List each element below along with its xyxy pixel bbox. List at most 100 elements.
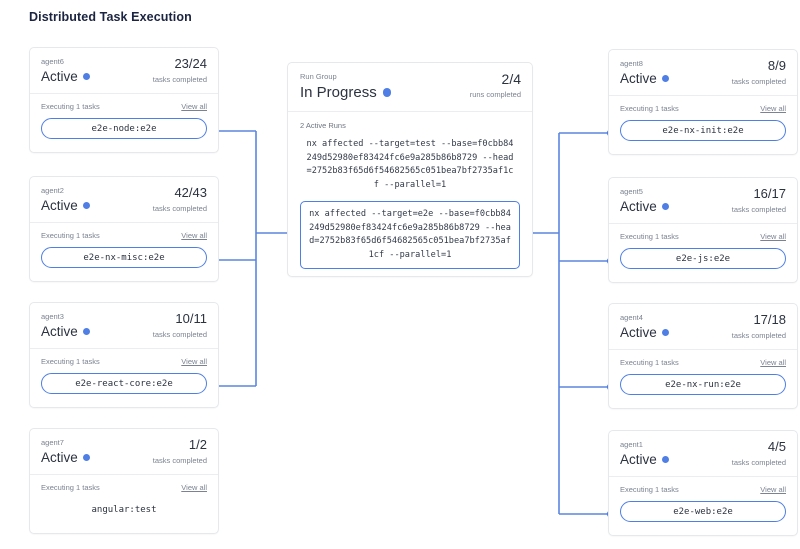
agent-card-agent8[interactable]: agent8 Active 8/9 tasks completed Execut…: [608, 49, 798, 155]
agent-task-count: 1/2: [188, 437, 207, 452]
executing-label: Executing 1 tasks: [41, 231, 100, 240]
agent-task-count-caption: tasks completed: [152, 330, 207, 339]
agent-task-count: 10/11: [175, 311, 207, 326]
active-runs-label: 2 Active Runs: [300, 121, 346, 130]
agent-card-agent7[interactable]: agent7 Active 1/2 tasks completed Execut…: [29, 428, 219, 534]
card-divider: [30, 222, 218, 223]
running-task-pill[interactable]: e2e-js:e2e: [620, 248, 786, 269]
agent-card-body: Executing 1 tasks View all e2e-react-cor…: [30, 349, 218, 405]
agent-name: agent6: [41, 57, 64, 66]
run-group-header: Run Group In Progress 2/4 runs completed: [288, 63, 532, 111]
view-all-link[interactable]: View all: [760, 232, 786, 241]
agent-task-count: 17/18: [753, 312, 786, 327]
agent-task-count: 16/17: [753, 186, 786, 201]
agent-status-label: Active: [620, 452, 657, 467]
run-group-card[interactable]: Run Group In Progress 2/4 runs completed…: [287, 62, 533, 277]
run-group-body: 2 Active Runs nx affected --target=test …: [288, 112, 532, 281]
agent-task-count-caption: tasks completed: [731, 205, 786, 214]
agent-card-agent6[interactable]: agent6 Active 23/24 tasks completed Exec…: [29, 47, 219, 153]
agent-card-header: agent5 Active 16/17 tasks completed: [609, 178, 797, 223]
agent-card-body: Executing 1 tasks View all e2e-js:e2e: [609, 224, 797, 280]
agent-status-label: Active: [620, 71, 657, 86]
agent-task-counts: 42/43 tasks completed: [153, 185, 207, 214]
running-task-pill[interactable]: e2e-web:e2e: [620, 501, 786, 522]
running-task-pill[interactable]: e2e-nx-run:e2e: [620, 374, 786, 395]
agent-status-label: Active: [41, 450, 78, 465]
agent-task-count-caption: tasks completed: [152, 456, 207, 465]
agent-card-header: agent2 Active 42/43 tasks completed: [30, 177, 218, 222]
view-all-link[interactable]: View all: [760, 485, 786, 494]
agent-card-header: agent6 Active 23/24 tasks completed: [30, 48, 218, 93]
page-title: Distributed Task Execution: [29, 10, 192, 24]
agent-task-count-caption: tasks completed: [731, 331, 786, 340]
view-all-link[interactable]: View all: [760, 104, 786, 113]
run-command-e2e[interactable]: nx affected --target=e2e --base=f0cbb842…: [300, 201, 520, 269]
view-all-link[interactable]: View all: [181, 483, 207, 492]
status-dot-icon: [661, 329, 669, 336]
agent-name: agent2: [41, 186, 64, 195]
running-task-pill[interactable]: angular:test: [41, 499, 207, 520]
agent-task-count: 8/9: [767, 58, 786, 73]
agent-card-header: agent3 Active 10/11 tasks completed: [30, 303, 218, 348]
agent-status-label: Active: [41, 69, 78, 84]
view-all-link[interactable]: View all: [181, 102, 207, 111]
card-divider: [30, 348, 218, 349]
agent-task-count-caption: tasks completed: [152, 75, 207, 84]
run-command-test[interactable]: nx affected --target=test --base=f0cbb84…: [306, 139, 514, 190]
view-all-link[interactable]: View all: [181, 357, 207, 366]
run-group-state: In Progress: [300, 84, 377, 101]
running-task-pill[interactable]: e2e-nx-misc:e2e: [41, 247, 207, 268]
card-divider: [609, 95, 797, 96]
run-group-count-caption: runs completed: [469, 90, 521, 99]
agent-card-agent5[interactable]: agent5 Active 16/17 tasks completed Exec…: [608, 177, 798, 283]
agent-status-label: Active: [620, 325, 657, 340]
agent-name: agent4: [620, 313, 643, 322]
agent-card-body: Executing 1 tasks View all e2e-nx-run:e2…: [609, 350, 797, 406]
agent-card-header: agent7 Active 1/2 tasks completed: [30, 429, 218, 474]
agent-task-count: 42/43: [174, 185, 207, 200]
agent-task-count-caption: tasks completed: [731, 77, 786, 86]
agent-card-agent4[interactable]: agent4 Active 17/18 tasks completed Exec…: [608, 303, 798, 409]
running-task-pill[interactable]: e2e-react-core:e2e: [41, 373, 207, 394]
executing-label: Executing 1 tasks: [620, 104, 679, 113]
view-all-link[interactable]: View all: [181, 231, 207, 240]
agent-card-body: Executing 1 tasks View all e2e-nx-init:e…: [609, 96, 797, 152]
status-dot-icon: [82, 73, 90, 80]
view-all-link[interactable]: View all: [760, 358, 786, 367]
run-group-kicker: Run Group: [300, 72, 337, 81]
agent-task-counts: 10/11 tasks completed: [153, 311, 207, 340]
run-group-count: 2/4: [501, 71, 521, 87]
agent-task-count-caption: tasks completed: [152, 204, 207, 213]
status-dot-icon: [661, 203, 669, 210]
agent-status-label: Active: [620, 199, 657, 214]
agent-card-body: Executing 1 tasks View all e2e-node:e2e: [30, 94, 218, 150]
executing-label: Executing 1 tasks: [620, 232, 679, 241]
agent-task-counts: 17/18 tasks completed: [732, 312, 786, 341]
agent-card-body: Executing 1 tasks View all e2e-web:e2e: [609, 477, 797, 533]
agent-name: agent7: [41, 438, 64, 447]
status-dot-icon: [661, 75, 669, 82]
executing-label: Executing 1 tasks: [41, 102, 100, 111]
agent-card-agent2[interactable]: agent2 Active 42/43 tasks completed Exec…: [29, 176, 219, 282]
agent-task-counts: 23/24 tasks completed: [153, 56, 207, 85]
running-task-pill[interactable]: e2e-node:e2e: [41, 118, 207, 139]
card-divider: [609, 349, 797, 350]
status-dot-icon: [82, 202, 90, 209]
agent-task-counts: 4/5 tasks completed: [732, 439, 786, 468]
agent-card-header: agent8 Active 8/9 tasks completed: [609, 50, 797, 95]
run-group-counts: 2/4 runs completed: [470, 71, 521, 100]
card-divider: [30, 474, 218, 475]
agent-card-body: Executing 1 tasks View all e2e-nx-misc:e…: [30, 223, 218, 279]
agent-status-label: Active: [41, 324, 78, 339]
agent-card-agent1[interactable]: agent1 Active 4/5 tasks completed Execut…: [608, 430, 798, 536]
agent-task-counts: 16/17 tasks completed: [732, 186, 786, 215]
executing-label: Executing 1 tasks: [41, 483, 100, 492]
agent-task-count: 4/5: [767, 439, 786, 454]
agent-name: agent3: [41, 312, 64, 321]
agent-task-counts: 8/9 tasks completed: [732, 58, 786, 87]
status-dot-icon: [382, 88, 392, 97]
agent-card-agent3[interactable]: agent3 Active 10/11 tasks completed Exec…: [29, 302, 219, 408]
status-dot-icon: [82, 454, 90, 461]
running-task-pill[interactable]: e2e-nx-init:e2e: [620, 120, 786, 141]
card-divider: [288, 111, 532, 112]
